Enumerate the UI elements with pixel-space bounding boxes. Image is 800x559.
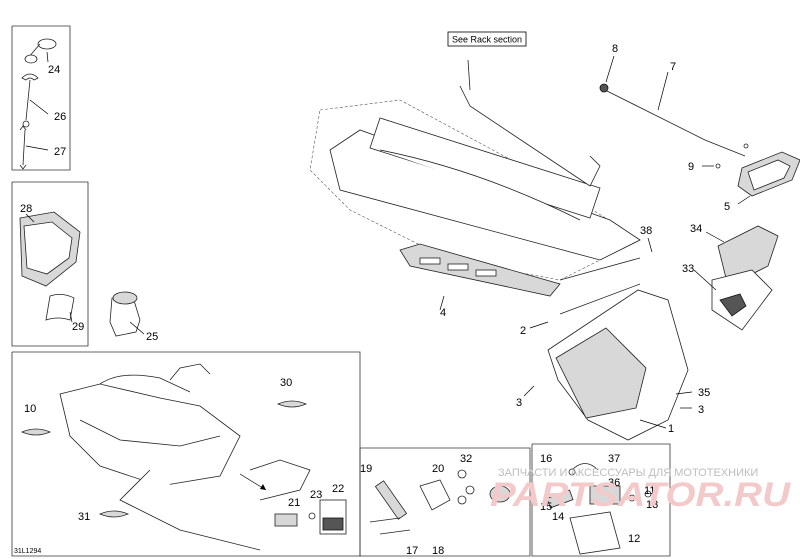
callout-3-left: 3: [516, 397, 522, 409]
watermark-logo: PARTSATOR.RU: [490, 476, 792, 514]
callout-25: 25: [146, 331, 158, 343]
callout-22: 22: [332, 483, 344, 495]
callout-24: 24: [48, 64, 60, 76]
callout-3-right: 3: [698, 404, 704, 416]
callout-35: 35: [698, 387, 710, 399]
callout-19: 19: [360, 463, 372, 475]
callout-11: 11: [644, 485, 655, 497]
rack-reference-box: See Rack section: [447, 31, 527, 47]
callout-36: 36: [608, 477, 620, 489]
callout-7: 7: [670, 61, 676, 73]
callout-38: 38: [640, 225, 652, 237]
tools-detail-box: [11, 25, 71, 171]
callout-28: 28: [20, 203, 32, 215]
callout-2: 2: [520, 325, 526, 337]
callout-13: 13: [646, 499, 658, 511]
callout-32: 32: [460, 453, 472, 465]
callout-8: 8: [612, 43, 618, 55]
seat-bag-detail-box: [11, 181, 141, 347]
taillight-part: [599, 83, 800, 197]
callout-14: 14: [552, 511, 564, 523]
callout-33: 33: [682, 263, 694, 275]
bracket-part: [711, 225, 779, 331]
callout-20: 20: [432, 463, 444, 475]
watermark-caption: ЗАПЧАСТИ И АКСЕССУАРЫ ДЛЯ МОТОТЕХНИКИ: [498, 467, 758, 479]
sled-decal-detail-box: [11, 351, 361, 557]
callout-16: 16: [540, 453, 552, 465]
callout-31: 31: [78, 511, 90, 523]
callout-10: 10: [24, 403, 36, 415]
callout-23: 23: [310, 489, 322, 501]
callout-18: 18: [432, 545, 444, 557]
rack-reference-label: See Rack section: [452, 35, 522, 45]
mudflap-part: [547, 289, 689, 441]
callout-26: 26: [54, 111, 66, 123]
callout-34: 34: [690, 223, 702, 235]
latch-detail-box: [531, 443, 671, 557]
leader-lines: [25, 51, 751, 409]
callout-27: 27: [54, 146, 66, 158]
callout-5: 5: [724, 201, 730, 213]
figure-id: 31L1294: [14, 548, 41, 555]
callout-12: 12: [628, 533, 640, 545]
callout-4: 4: [440, 307, 446, 319]
callout-labels: 24 26 27 28 29 25 4 2 3 1 8 7 9 5 34 33 …: [20, 43, 730, 557]
callout-9: 9: [688, 161, 694, 173]
hinge-detail-box: [359, 447, 531, 557]
callout-21: 21: [288, 497, 300, 509]
callout-30: 30: [280, 377, 292, 389]
callout-15: 15: [540, 501, 552, 513]
callout-29: 29: [72, 321, 84, 333]
rack-assembly: [309, 59, 641, 315]
callout-37: 37: [608, 453, 620, 465]
callout-17: 17: [406, 545, 418, 557]
watermark: ЗАПЧАСТИ И АКСЕССУАРЫ ДЛЯ МОТОТЕХНИКИ PA…: [490, 467, 792, 514]
callout-1: 1: [668, 423, 674, 435]
